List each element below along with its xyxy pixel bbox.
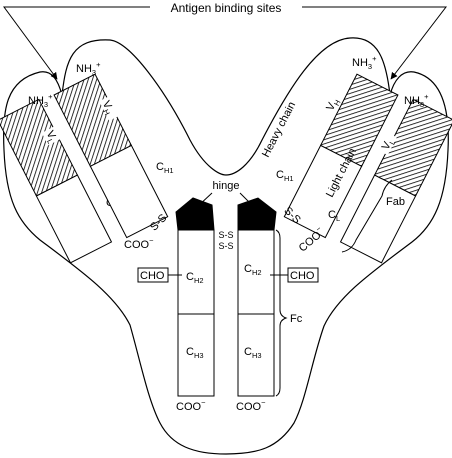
left-heavy-coo-label: COO− [176, 398, 206, 413]
title-antigen-binding-sites: Antigen binding sites [171, 1, 282, 15]
left-ch2-domain [177, 229, 215, 315]
binding-site-arrow-left [3, 6, 150, 80]
fc-label: Fc [290, 313, 303, 325]
fc-bracket [275, 229, 288, 397]
left-light-chain [0, 98, 113, 264]
right-heavy-coo-label: COO− [236, 398, 266, 413]
right-ch1-label: CH1 [276, 169, 294, 183]
left-ch1-label: CH1 [156, 161, 174, 175]
left-ch2-label: CH2 [186, 271, 204, 285]
left-cho-label: CHO [140, 270, 165, 282]
right-cho-label: CHO [290, 270, 315, 282]
right-cl-domain [339, 174, 417, 264]
hinge-disulfide-top: S-S [218, 230, 233, 240]
binding-site-arrow-right [302, 6, 448, 80]
left-ch3-domain [177, 313, 215, 397]
left-heavy-nh3-label: NH3+ [76, 60, 101, 77]
fab-label: Fab [386, 196, 405, 208]
molecule-outline [3, 37, 449, 455]
fab-bracket [341, 179, 393, 253]
left-hinge-block [175, 197, 215, 231]
right-ch3-label: CH3 [244, 346, 262, 360]
right-vl-label: VL [380, 136, 398, 153]
hinge-arrow-left [196, 192, 213, 208]
left-vl-label: VL [42, 129, 60, 146]
right-hinge-block [237, 197, 277, 231]
left-ch3-label: CH3 [186, 346, 204, 360]
hinge-disulfide-bottom: S-S [218, 241, 233, 251]
left-light-nh3-label: NH3+ [28, 92, 53, 109]
right-ch1-domain [283, 144, 363, 239]
left-vh-label: VH [98, 99, 116, 117]
hinge-arrow-right [239, 192, 255, 208]
left-cl-domain [35, 174, 113, 264]
right-vh-label: VH [324, 96, 342, 114]
left-ch1-domain [89, 144, 169, 239]
right-heavy-nh3-label: NH3+ [352, 54, 377, 71]
right-ch2-label: CH2 [244, 263, 262, 277]
right-light-nh3-label: NH3+ [404, 92, 429, 109]
left-heavy-chain [53, 73, 169, 239]
right-ch2-domain [237, 229, 275, 315]
hinge-label: hinge [213, 180, 240, 192]
left-light-coo-label: COO− [124, 236, 154, 251]
right-heavy-chain [283, 73, 399, 239]
right-ch3-domain [237, 313, 275, 397]
right-cl-label: CL [328, 209, 340, 223]
